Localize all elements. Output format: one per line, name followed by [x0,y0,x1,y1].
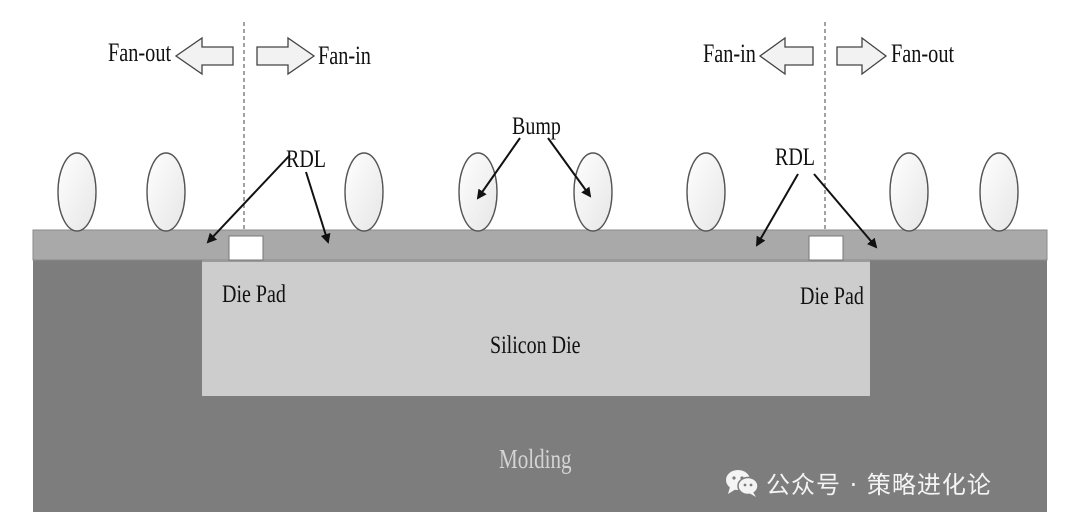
die-pad-left [228,235,264,261]
silicon-die [202,262,870,396]
watermark: 公众号 · 策略进化论 [724,465,992,500]
bump [146,152,186,232]
label-molding: Molding [499,444,572,474]
label-die-pad-right: Die Pad [800,283,864,310]
rdl-pointer-left-1 [206,154,291,244]
bump [458,152,498,232]
fan-in-arrow-right [758,36,814,76]
fan-out-arrow-left [174,36,234,76]
fan-in-arrow-left [256,36,316,76]
label-rdl-right: RDL [775,144,815,171]
rdl-pointer-right-2 [813,173,878,249]
bump [979,152,1019,232]
bump-pointer-right [547,137,592,198]
bump [889,152,929,232]
rdl-pointer-right-1 [755,173,799,247]
bump [573,152,613,232]
bump [57,152,97,232]
label-rdl-left: RDL [286,146,326,173]
label-bump: Bump [512,113,561,140]
label-die-pad-left: Die Pad [222,281,286,308]
watermark-text: 公众号 · 策略进化论 [766,471,992,499]
bump-pointer-left [476,137,521,200]
bump [344,152,384,232]
die-pad-right [808,235,844,261]
bump [686,152,726,232]
fan-out-arrow-right [836,36,888,76]
rdl-layer [32,229,1048,261]
label-fan-in-right: Fan-in [703,39,756,68]
label-silicon-die: Silicon Die [490,332,581,359]
bumps [57,152,1019,232]
label-fan-out-left: Fan-out [108,38,172,67]
label-fan-in-left: Fan-in [318,41,371,70]
rdl-pointer-left-2 [305,171,331,244]
label-fan-out-right: Fan-out [891,39,955,68]
wechat-icon [726,469,759,497]
